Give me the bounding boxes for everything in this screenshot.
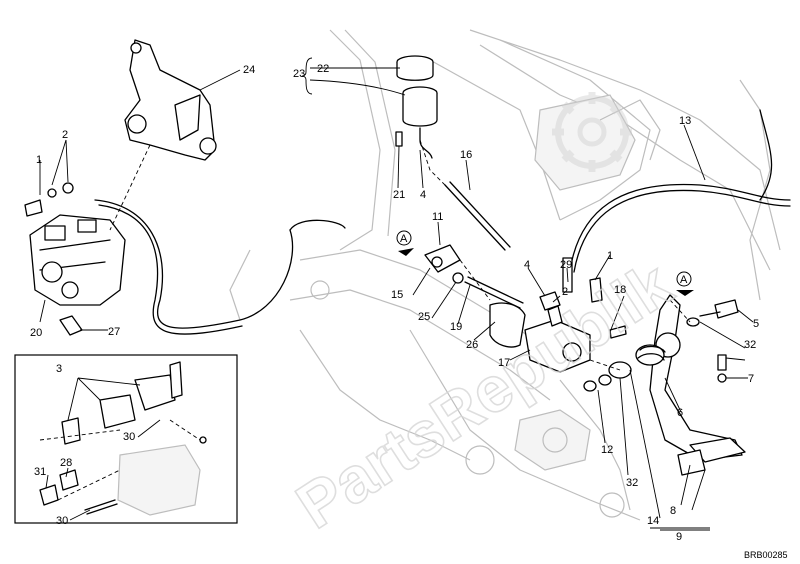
callout-25: 25 (418, 311, 430, 323)
hose-16 (444, 181, 511, 251)
callout-26: 26 (466, 339, 478, 351)
reference-mark-a-right: A (676, 271, 694, 296)
callout-16: 16 (460, 149, 472, 161)
callout-30b: 30 (56, 515, 68, 527)
pad-detail-inset (14, 354, 238, 524)
callout-20: 20 (30, 327, 42, 339)
callout-11: 11 (432, 211, 443, 223)
svg-text:A: A (680, 274, 688, 286)
rear-caliper (24, 182, 126, 336)
callout-8: 8 (670, 505, 676, 517)
callout-22: 22 (317, 63, 329, 75)
svg-text:A: A (400, 233, 408, 245)
leader-lines (39, 67, 754, 529)
reservoir-assembly (395, 55, 438, 159)
callout-23: 23 (293, 68, 305, 80)
assembly-lines (39, 139, 691, 501)
callout-5: 5 (753, 318, 759, 330)
callout-2a: 2 (62, 129, 68, 141)
callout-4b: 4 (524, 259, 530, 271)
callout-4a: 4 (420, 189, 426, 201)
frame-ghost (229, 29, 781, 521)
callout-1a: 1 (36, 154, 42, 166)
callout-7: 7 (748, 373, 754, 385)
bracket-23 (301, 57, 313, 95)
callout-labels: 24 1 2 20 27 23 22 21 4 16 11 15 25 19 2… (30, 63, 759, 543)
callout-27: 27 (108, 326, 120, 338)
callout-29: 29 (560, 259, 572, 271)
callout-17: 17 (498, 357, 510, 369)
callout-2b: 2 (562, 286, 568, 298)
callout-15: 15 (391, 289, 403, 301)
callout-6: 6 (677, 407, 683, 419)
caliper-bracket (124, 39, 217, 161)
reference-mark-a-left: A (396, 230, 414, 256)
callout-19: 19 (450, 321, 462, 333)
brake-pedal (583, 277, 746, 476)
callout-32b: 32 (626, 477, 638, 489)
callout-31: 31 (34, 466, 46, 478)
brake-hose-13 (569, 109, 791, 273)
callout-14: 14 (647, 515, 659, 527)
drawing-code: BRB00285 (744, 550, 788, 560)
callout-24: 24 (243, 64, 255, 76)
callout-28: 28 (60, 457, 72, 469)
callout-13: 13 (679, 115, 691, 127)
brake-hose-front (94, 199, 346, 335)
callout-21: 21 (393, 189, 405, 201)
callout-12: 12 (601, 444, 613, 456)
callout-30a: 30 (123, 431, 135, 443)
callout-3: 3 (56, 363, 62, 375)
callout-1b: 1 (607, 250, 613, 262)
master-cylinder (424, 244, 591, 373)
callout-32a: 32 (744, 339, 756, 351)
gear-watermark-icon (552, 92, 632, 172)
callout-9: 9 (676, 531, 682, 543)
callout-18: 18 (614, 284, 626, 296)
